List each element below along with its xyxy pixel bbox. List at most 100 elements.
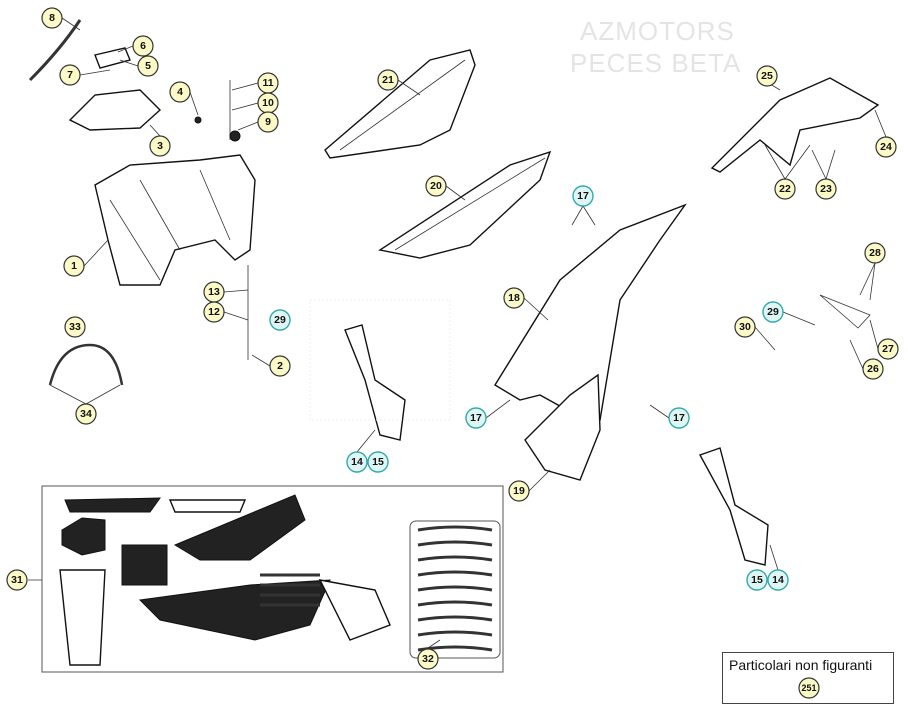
fuel-tank [94,154,256,286]
rim-stripes [417,525,493,652]
callout-25[interactable]: 25 [756,65,778,87]
callout-12[interactable]: 12 [203,301,225,323]
callout-8[interactable]: 8 [41,7,63,29]
svg-text:13: 13 [208,286,220,298]
svg-text:29: 29 [274,314,286,326]
fuel-cap [94,47,131,69]
callout-17-left[interactable]: 17 [465,407,487,429]
svg-text:17: 17 [673,412,685,424]
svg-text:14: 14 [772,574,784,586]
callout-15-left[interactable]: 15 [367,451,389,473]
svg-text:26: 26 [867,363,879,375]
callout-10[interactable]: 10 [257,92,279,114]
callout-6[interactable]: 6 [132,35,154,57]
svg-text:25: 25 [761,70,773,82]
callout-20[interactable]: 20 [425,175,447,197]
callout-17-top[interactable]: 17 [572,185,594,207]
callout-30[interactable]: 30 [734,316,756,338]
callout-29-left[interactable]: 29 [269,309,291,331]
callout-2[interactable]: 2 [269,355,291,377]
watermark: AZMOTORS PECES BETA [570,16,741,78]
decal-tank-pads [121,544,168,586]
callout-22[interactable]: 22 [774,178,796,200]
svg-text:9: 9 [265,116,271,128]
screws [229,80,249,360]
callout-34[interactable]: 34 [75,403,97,425]
side-panel-18 [494,203,687,421]
svg-text:3: 3 [157,140,163,152]
callout-13[interactable]: 13 [203,281,225,303]
callout-27[interactable]: 27 [877,338,899,360]
callout-5[interactable]: 5 [137,55,159,77]
svg-text:5: 5 [145,60,151,72]
callout-17-right[interactable]: 17 [668,407,690,429]
callout-4[interactable]: 4 [169,81,191,103]
decal-fork [64,497,161,513]
svg-text:24: 24 [880,141,892,153]
svg-text:28: 28 [869,247,881,259]
callout-31[interactable]: 31 [6,569,28,591]
decal-swingarm [168,499,247,513]
svg-text:21: 21 [382,74,394,86]
non-shown-parts-title: Particolari non figuranti [729,657,873,673]
svg-text:18: 18 [508,292,520,304]
callout-7[interactable]: 7 [59,64,81,86]
svg-text:29: 29 [767,306,779,318]
nut [229,130,241,142]
decal-shroud-top [173,494,306,561]
svg-text:6: 6 [140,40,146,52]
frame-guard-left [344,324,406,441]
watermark-line2: PECES BETA [570,48,741,78]
svg-text:30: 30 [739,321,751,333]
callout-28[interactable]: 28 [864,242,886,264]
svg-text:33: 33 [69,321,81,333]
frame-guard-right [698,447,769,566]
svg-text:34: 34 [80,408,92,420]
callout-19[interactable]: 19 [508,480,530,502]
seat-21 [324,49,476,159]
callout-26[interactable]: 26 [862,358,884,380]
callout-251[interactable]: 251 [795,677,825,701]
callouts: 8 6 5 7 3 4 11 10 9 21 20 25 24 22 23 17… [6,7,899,670]
decal-shroud-bottom [138,579,331,641]
leader-lines [16,17,887,649]
watermark-line1: AZMOTORS [580,16,735,46]
svg-text:32: 32 [422,653,434,665]
callout-21[interactable]: 21 [377,69,399,91]
callout-11[interactable]: 11 [257,72,279,94]
parts [28,19,880,566]
svg-text:31: 31 [11,574,23,586]
tank-cover [68,89,162,131]
decal-side-number [318,579,391,641]
decal-stripes [260,573,320,607]
svg-text:251: 251 [801,683,816,693]
callout-29-right[interactable]: 29 [762,301,784,323]
svg-text:14: 14 [351,456,363,468]
callout-3[interactable]: 3 [149,135,171,157]
callout-18[interactable]: 18 [503,287,525,309]
non-shown-parts-box: Particolari non figuranti 251 [722,652,894,704]
callout-9[interactable]: 9 [257,111,279,133]
callout-23[interactable]: 23 [815,178,837,200]
fitting [194,116,202,124]
svg-text:23: 23 [820,183,832,195]
svg-text:8: 8 [49,12,55,24]
svg-text:20: 20 [430,180,442,192]
hose-clamp [48,343,124,386]
seat-20 [378,150,552,259]
svg-text:17: 17 [577,190,589,202]
license-holder [819,294,871,329]
svg-text:15: 15 [751,574,763,586]
rear-fender [710,77,880,173]
callout-15-right[interactable]: 15 [746,569,768,591]
svg-text:22: 22 [779,183,791,195]
callout-24[interactable]: 24 [875,136,897,158]
callout-32[interactable]: 32 [417,648,439,670]
callout-14-right[interactable]: 14 [767,569,789,591]
decal-fork-guards [59,569,106,666]
callout-1[interactable]: 1 [63,255,85,277]
svg-text:19: 19 [513,485,525,497]
callout-33[interactable]: 33 [64,316,86,338]
callout-14-left[interactable]: 14 [346,451,368,473]
